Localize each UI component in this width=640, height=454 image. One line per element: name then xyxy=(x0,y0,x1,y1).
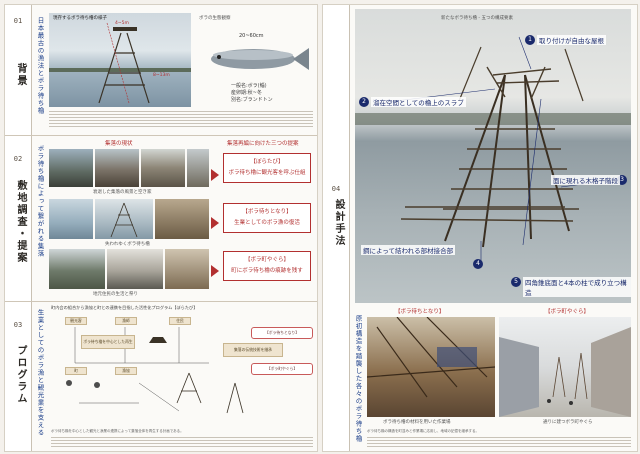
divider xyxy=(5,135,317,136)
tower-sketch xyxy=(110,202,138,238)
photo-caption: 失われゆくボラ待ち櫓 xyxy=(105,242,150,247)
height-dimension: 8~13m xyxy=(153,73,170,78)
life-photo xyxy=(165,249,209,289)
stakeholder-tag: 漁師 xyxy=(115,317,137,325)
proposal-title: 【ボラ町やぐら】 xyxy=(244,257,289,263)
section-title: 設計手法 xyxy=(333,199,344,247)
program-box-yagura: 【ボラ町やぐら】 xyxy=(251,363,313,375)
program-body-lines xyxy=(51,435,313,447)
existing-tower-photo: 現存するボラ待ち櫓の様子 4~5m 8~13m xyxy=(49,13,191,107)
program-footer-text: ボラ待ち櫓を中心とした観光と漁業の連携によって集落全体を再生する計画である。 xyxy=(51,429,184,433)
life-photo xyxy=(49,249,105,289)
workshop-sketch xyxy=(367,317,495,398)
subsection-header: 【ボラ待ちとなり】 xyxy=(395,309,445,315)
anno-label: 溜在空間としての櫓上のスラブ xyxy=(371,97,466,107)
stakeholder-tag: 漁協 xyxy=(115,367,137,375)
proposal-title: 【ぼらたび】 xyxy=(250,159,284,165)
proposal-body: 町にボラ待ち櫓の痕跡を残す xyxy=(231,268,303,274)
proposal-card-boratabi: 【ぼらたび】 ボラ待ち櫓に観光客を呼ぶ仕組 xyxy=(223,153,311,183)
program-diagram xyxy=(66,327,244,414)
life-photo xyxy=(107,249,163,289)
street-render xyxy=(499,317,631,417)
proposal-title: 【ボラ待ちとなり】 xyxy=(242,209,292,215)
proposal-body: ボラ待ち櫓に観光客を呼ぶ仕組 xyxy=(228,170,306,176)
anno-marker: 5 xyxy=(511,277,521,287)
section-number: 02 xyxy=(13,155,23,163)
site-status-header: 集落の現状 xyxy=(105,141,133,147)
anno-marker: 2 xyxy=(359,97,369,107)
right-panel: 04 設計手法 xyxy=(322,4,638,452)
section-title: プログラム xyxy=(15,345,26,405)
stakeholder-tag: 町 xyxy=(65,367,87,375)
photo-caption: 地元住民の生活と祭り xyxy=(93,292,138,297)
street-sketch xyxy=(499,327,631,417)
fish-caption: ボラの生態観察 xyxy=(199,16,231,21)
village-photo xyxy=(141,149,185,187)
stakeholder-tag: 住民 xyxy=(169,317,191,325)
section-subtitle: 生業としてのボラ漁と観光業を支える xyxy=(36,309,44,437)
design-body-lines xyxy=(367,435,631,447)
anno-label: 取り付けが自由な屋根 xyxy=(537,35,606,45)
village-photo xyxy=(95,149,139,187)
program-note: 集落の伝統技術を継承 xyxy=(223,343,283,357)
photo-caption: 通りに建つボラ町やぐら xyxy=(543,420,593,425)
village-photo xyxy=(49,149,93,187)
program-note: ボラ待ち櫓を中心とした再生 xyxy=(81,335,135,349)
anno-label: 鋼によって結われる部材接合部 xyxy=(361,245,456,255)
program-box-tonari: 【ボラ待ちとなり】 xyxy=(251,327,313,339)
proposal-card-tonari: 【ボラ待ちとなり】 生業としてのボラ漁の復活 xyxy=(223,203,311,233)
section-tab-column xyxy=(323,5,350,451)
fish-icon xyxy=(211,48,309,70)
photo-caption: 現存するボラ待ち櫓の様子 xyxy=(53,16,107,21)
photo-caption: ボラ待ち櫓の材料を用いた作業場 xyxy=(383,420,451,425)
program-intro: 町内会の組合から漁協と町との連携を目指した活性化プログラム【ぼらたび】 xyxy=(51,305,198,310)
proposal-card-yagura: 【ボラ町やぐら】 町にボラ待ち櫓の痕跡を残す xyxy=(223,251,311,281)
section-subtitle: 日本最古の漁法とボラ待ち櫓 xyxy=(36,17,44,115)
workshop-render xyxy=(367,317,495,417)
section-title: 背景 xyxy=(15,63,26,87)
photo-caption: 新たなボラ待ち櫓 - 五つの構成要素 xyxy=(441,16,513,21)
left-panel: 01 背景 日本最古の漁法とボラ待ち櫓 現存するボラ待ち櫓の様子 4~5m 8~… xyxy=(4,4,318,452)
anno-marker: 1 xyxy=(525,35,535,45)
subsection-header: 【ボラ町やぐら】 xyxy=(545,309,590,315)
tower-photo xyxy=(49,199,93,239)
width-dimension: 4~5m xyxy=(115,21,129,26)
hero-tower-photo: 新たなボラ待ち櫓 - 五つの構成要素 1 取り付けが自由な屋根 2 溜在空間とし… xyxy=(355,9,631,303)
divider xyxy=(5,301,317,302)
anno-marker: 3 xyxy=(617,175,627,185)
village-photo xyxy=(187,149,209,187)
proposal-header: 集落再編に向けた三つの提案 xyxy=(227,141,299,147)
background-body-text xyxy=(49,109,313,129)
anno-label: 四角錐底面と4本の柱で成り立つ構造 xyxy=(523,277,631,297)
section-number: 03 xyxy=(13,321,23,329)
tower-photo xyxy=(155,199,209,239)
tower-photo xyxy=(95,199,153,239)
section-subtitle: ボラ待ち櫓によって繋がれる集落 xyxy=(36,145,44,258)
design-footer-text: ボラ待ち櫓の構造を町並みと作業場に応用し、地域の記憶を継承する。 xyxy=(367,429,479,433)
fish-illustration-panel: ボラの生態観察 20~60cm 一般名:ボラ(鯔) 産卵期:秋~冬 別名:ブラン… xyxy=(195,13,313,107)
fish-size: 20~60cm xyxy=(239,33,264,39)
tower-render xyxy=(355,36,631,267)
tower-sketch xyxy=(49,22,191,104)
anno-label: 面に現れる木格子階段 xyxy=(551,175,620,185)
section-number: 04 xyxy=(331,185,341,193)
arrow-icons xyxy=(211,169,219,277)
section-number: 01 xyxy=(13,17,23,25)
fish-info-line: 別名:ブランドトン xyxy=(231,97,273,103)
fish-info: 一般名:ボラ(鯔) 産卵期:秋~冬 別名:ブランドトン xyxy=(231,83,273,104)
section-subtitle: 原初構造を踏襲した各々のボラ待ち櫓 xyxy=(354,315,362,443)
fish-info-line: 産卵期:秋~冬 xyxy=(231,90,262,96)
photo-caption: 衰退した集落の風景と空き家 xyxy=(93,190,152,195)
section-tab-column xyxy=(5,5,32,451)
fish-info-line: 一般名:ボラ(鯔) xyxy=(231,83,267,89)
anno-marker: 4 xyxy=(473,259,483,269)
section-title: 敷地調査・提案 xyxy=(15,180,26,264)
stakeholder-tag: 観光客 xyxy=(65,317,87,325)
proposal-body: 生業としてのボラ漁の復活 xyxy=(234,220,300,226)
